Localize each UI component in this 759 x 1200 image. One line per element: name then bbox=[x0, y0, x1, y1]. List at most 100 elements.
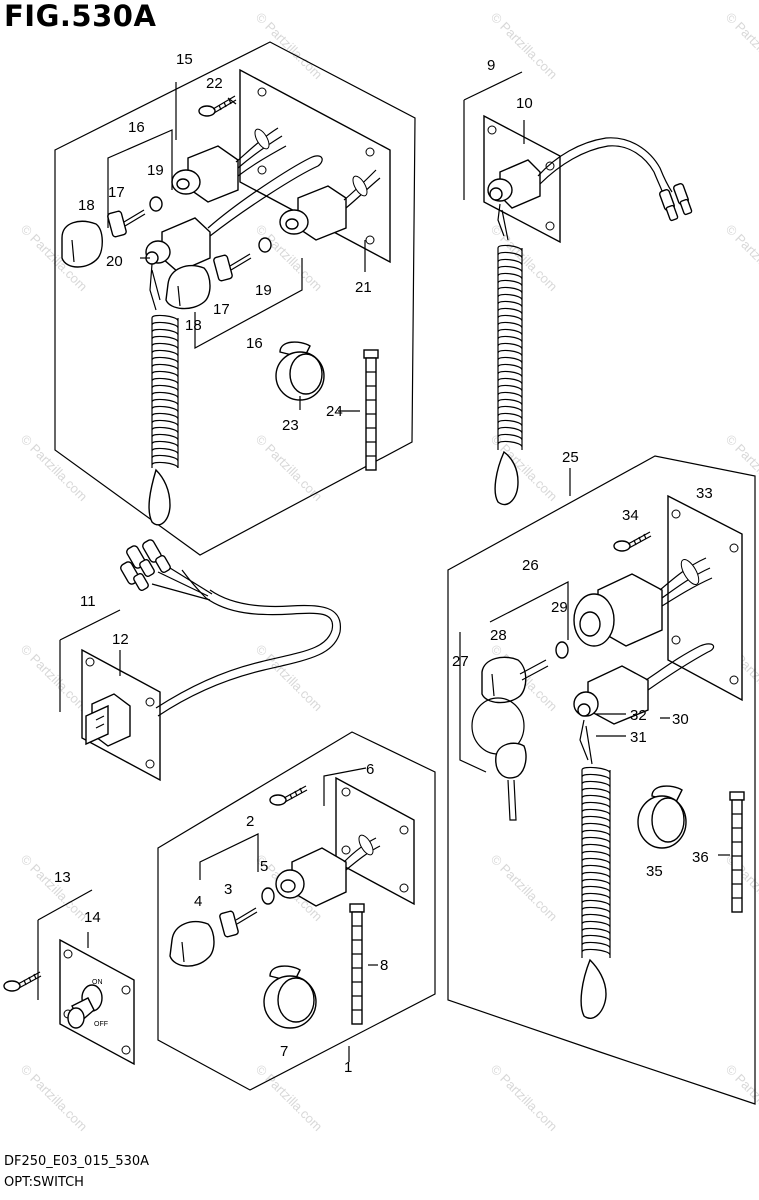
callout-13: 13 bbox=[54, 869, 71, 886]
callout-35: 35 bbox=[646, 863, 663, 880]
cap-23 bbox=[275, 341, 325, 401]
group-25-switch-assembly bbox=[447, 455, 756, 1105]
screw-1 bbox=[269, 785, 308, 806]
callout-33: 33 bbox=[696, 485, 713, 502]
coil-path bbox=[497, 244, 523, 448]
stop-switch-30 bbox=[573, 643, 715, 725]
cap-7 bbox=[263, 965, 317, 1029]
callout-3: 3 bbox=[224, 881, 232, 898]
connector-9-a bbox=[659, 189, 679, 222]
lanyard-coil-20 bbox=[151, 314, 179, 469]
callout-18-bottom: 18 bbox=[185, 317, 202, 334]
callout-34: 34 bbox=[622, 507, 639, 524]
callout-16-bottom: 16 bbox=[246, 335, 263, 352]
group-1-switch-assembly bbox=[157, 731, 436, 1091]
cable-tie-24 bbox=[363, 349, 379, 471]
coil-sides bbox=[497, 248, 523, 450]
watermark-text: © Partzilla.com bbox=[18, 852, 91, 925]
watermark-text: © Partzilla.com bbox=[488, 852, 561, 925]
switch-mark-off: OFF bbox=[94, 1021, 108, 1028]
panel-plate-6 bbox=[335, 776, 415, 906]
callout-15: 15 bbox=[176, 51, 193, 68]
stop-switch-20 bbox=[145, 155, 323, 273]
callout-9: 9 bbox=[487, 57, 495, 74]
connector-11-c bbox=[142, 539, 171, 574]
lanyard-coil-9 bbox=[497, 244, 523, 450]
group-15-twin-switch-assembly bbox=[54, 41, 416, 556]
callout-1: 1 bbox=[344, 1059, 352, 1076]
watermark-text: © Partzilla.com bbox=[18, 1062, 91, 1135]
callout-26: 26 bbox=[522, 557, 539, 574]
callout-7: 7 bbox=[280, 1043, 288, 1060]
cap-35 bbox=[637, 785, 687, 849]
callout-24: 24 bbox=[326, 403, 343, 420]
cable-tie-36 bbox=[729, 791, 745, 913]
callout-4: 4 bbox=[194, 893, 202, 910]
callout-19-bottom: 19 bbox=[255, 282, 272, 299]
group-11-switch-assembly bbox=[59, 539, 341, 782]
key-17-b bbox=[213, 253, 252, 282]
group-9-switch-assembly bbox=[463, 71, 693, 506]
callout-6: 6 bbox=[366, 761, 374, 778]
watermark-text: © Partzilla.com bbox=[488, 10, 561, 83]
watermark-text: © Partzilla.com bbox=[488, 1062, 561, 1135]
figure-name: OPT:SWITCH bbox=[4, 1175, 84, 1190]
screw-22 bbox=[198, 95, 237, 117]
watermark-text: © Partzilla.com bbox=[723, 1062, 759, 1135]
ring-19-a bbox=[149, 196, 163, 212]
ring-5 bbox=[261, 887, 275, 905]
ignition-switch-lower bbox=[279, 169, 381, 241]
callout-8: 8 bbox=[380, 957, 388, 974]
ring-19-b bbox=[258, 237, 272, 253]
callout-29: 29 bbox=[551, 599, 568, 616]
key-cap-4 bbox=[169, 921, 215, 967]
callout-5: 5 bbox=[260, 858, 268, 875]
callout-31: 31 bbox=[630, 729, 647, 746]
watermark-text: © Partzilla.com bbox=[723, 10, 759, 83]
callout-32: 32 bbox=[630, 707, 647, 724]
switch-mark-on: ON bbox=[92, 979, 103, 986]
lanyard-coil-30 bbox=[581, 766, 611, 958]
callout-10: 10 bbox=[516, 95, 533, 112]
coil-path bbox=[151, 314, 179, 469]
callout-19-top: 19 bbox=[147, 162, 164, 179]
callout-25: 25 bbox=[562, 449, 579, 466]
watermark-text: © Partzilla.com bbox=[253, 432, 326, 505]
callout-22: 22 bbox=[206, 75, 223, 92]
callout-11: 11 bbox=[80, 593, 96, 610]
watermark-text: © Partzilla.com bbox=[253, 642, 326, 715]
figure-code: DF250_E03_015_530A bbox=[4, 1154, 150, 1169]
callout-36: 36 bbox=[692, 849, 709, 866]
callout-27: 27 bbox=[452, 653, 469, 670]
watermark-text: © Partzilla.com bbox=[723, 432, 759, 505]
ignition-switch-2 bbox=[275, 834, 381, 907]
callout-21: 21 bbox=[355, 279, 372, 296]
screw-34 bbox=[613, 531, 652, 552]
connector-11-b bbox=[126, 545, 155, 578]
connector-11-a bbox=[120, 561, 149, 592]
callout-20: 20 bbox=[106, 253, 123, 270]
watermark-text: © Partzilla.com bbox=[18, 642, 91, 715]
callout-23: 23 bbox=[282, 417, 299, 434]
coil-sides bbox=[151, 318, 179, 468]
callout-17-top: 17 bbox=[108, 184, 125, 201]
callout-30: 30 bbox=[672, 711, 689, 728]
group-13-switch-assembly: ON OFF bbox=[3, 889, 135, 1066]
coil-sides bbox=[581, 770, 611, 958]
coil-path bbox=[581, 766, 611, 956]
key-17-a bbox=[107, 209, 146, 238]
screw-13 bbox=[3, 971, 42, 992]
connector-9-b bbox=[673, 183, 693, 216]
callout-14: 14 bbox=[84, 909, 101, 926]
key-set-27-28 bbox=[471, 656, 549, 821]
ignition-switch-upper bbox=[171, 127, 287, 203]
callout-28: 28 bbox=[490, 627, 507, 644]
key-cap-18-a bbox=[61, 220, 103, 268]
watermark-text: © Partzilla.com bbox=[253, 1062, 326, 1135]
callout-17-bottom: 17 bbox=[213, 301, 230, 318]
key-cap-18-b bbox=[165, 265, 211, 310]
panel-plate-21 bbox=[239, 68, 391, 264]
key-3 bbox=[219, 907, 258, 938]
callout-12: 12 bbox=[112, 631, 129, 648]
